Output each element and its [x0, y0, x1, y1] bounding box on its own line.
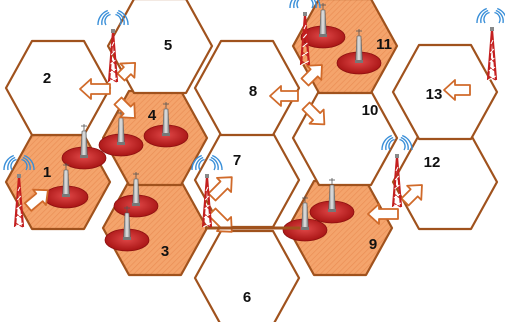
small-cell-tower-icon [309, 178, 355, 224]
cell-label-12: 12 [424, 154, 441, 171]
cell-label-8: 8 [249, 83, 257, 100]
cell-tower-icon [381, 134, 413, 208]
cell-hexagon-8 [193, 39, 301, 137]
handover-arrow-icon [367, 203, 399, 225]
cell-label-9: 9 [369, 236, 377, 253]
cell-tower-icon [97, 9, 129, 83]
handover-arrow-icon [207, 176, 233, 202]
cell-label-13: 13 [426, 86, 443, 103]
cell-tower-icon [3, 154, 35, 228]
handover-arrow-icon [113, 96, 136, 119]
cell-hexagon-3 [101, 179, 209, 277]
cell-label-1: 1 [43, 164, 51, 181]
cell-label-10: 10 [362, 102, 379, 119]
small-cell-tower-icon [336, 29, 382, 75]
small-cell-tower-icon [143, 102, 189, 148]
handover-arrow-icon [443, 79, 471, 101]
cell-label-7: 7 [233, 152, 241, 169]
cell-label-2: 2 [43, 70, 51, 87]
cell-tower-icon [191, 154, 223, 228]
handover-arrow-icon [23, 188, 49, 212]
cell-hexagon-9 [286, 179, 394, 277]
handover-arrow-icon [79, 78, 111, 100]
small-cell-tower-icon [104, 206, 150, 252]
small-cell-tower-icon [282, 196, 328, 242]
cell-label-6: 6 [243, 289, 251, 306]
handover-arrow-icon [400, 184, 423, 207]
cell-label-4: 4 [148, 107, 157, 124]
cell-label-5: 5 [164, 37, 172, 54]
small-cell-tower-icon [98, 111, 144, 157]
small-cell-tower-icon [300, 3, 346, 49]
small-cell-tower-icon [113, 172, 159, 218]
cell-hexagon-6 [193, 229, 301, 322]
handover-arrow-icon [301, 101, 326, 126]
handover-arrow-icon [300, 64, 323, 87]
cell-label-3: 3 [161, 243, 169, 260]
cell-tower-icon [289, 0, 321, 66]
small-cell-tower-icon [43, 163, 89, 209]
cell-label-11: 11 [376, 36, 392, 53]
handover-arrow-icon [269, 85, 299, 107]
small-cell-tower-icon [61, 124, 107, 170]
handover-arrow-icon [116, 61, 137, 82]
cell-tower-icon [476, 7, 505, 81]
